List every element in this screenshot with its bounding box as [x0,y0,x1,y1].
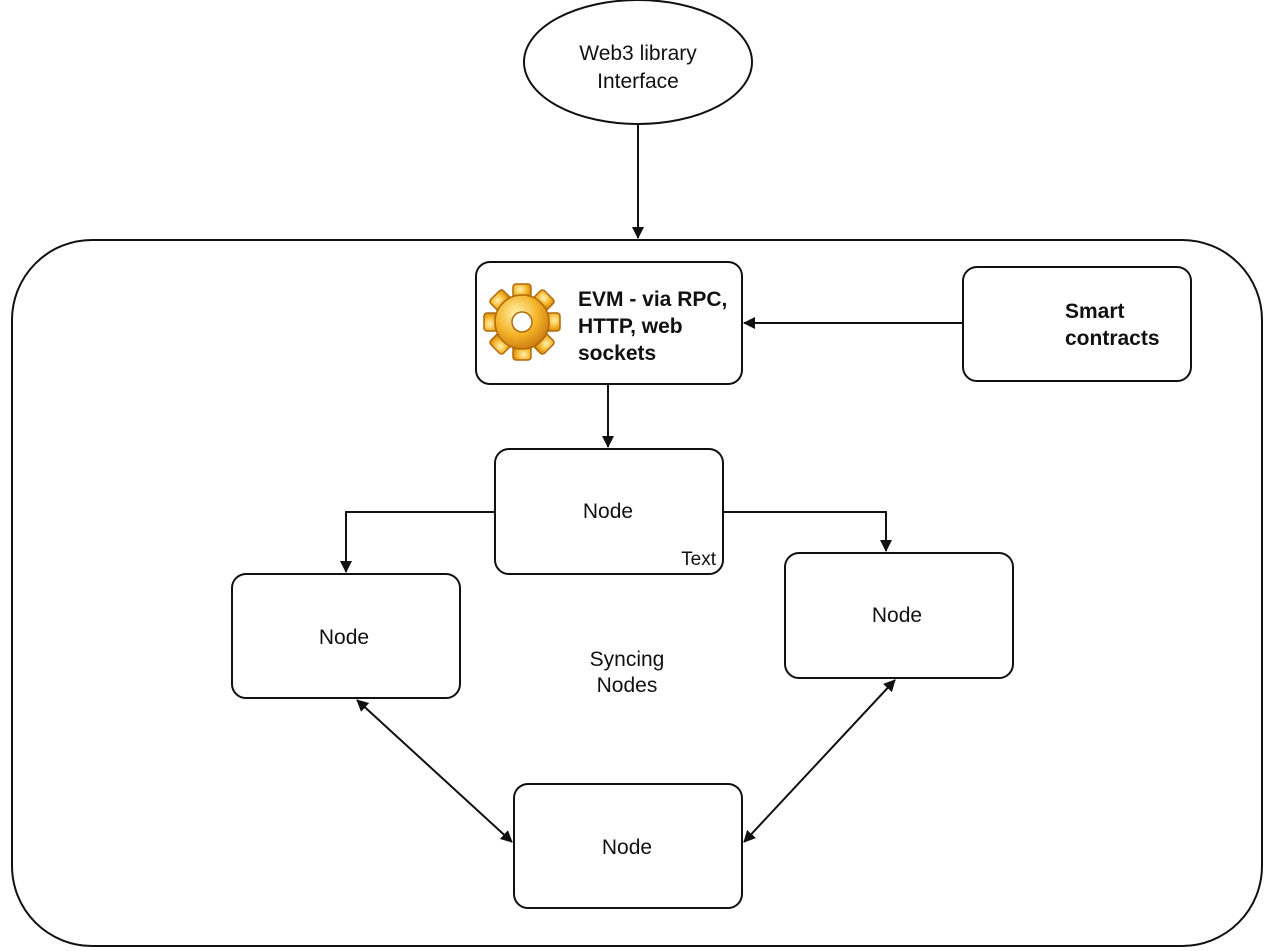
node-right: Node [784,552,1014,679]
smart-contracts-line1: Smart [1065,300,1125,323]
system-container [11,239,1263,947]
node-top-label: Node [583,500,633,523]
smart-contracts-line2: contracts [1065,327,1160,350]
sync-arrow-right-bottom [743,679,896,843]
smart-contracts-box: Smart contracts [962,266,1192,382]
sync-arrow-left-bottom [356,699,513,843]
arrow-node-to-right [723,511,892,552]
node-bottom-label: Node [602,836,652,859]
evm-label-line3: sockets [578,342,656,365]
arrow-node-to-left [340,511,495,573]
evm-label-line1: EVM - via RPC, [578,288,727,311]
syncing-label-line2: Nodes [597,674,658,697]
node-top: Node Text [494,448,724,575]
web3-library-interface: Web3 library Interface [523,0,753,125]
node-left-label: Node [319,626,369,649]
evm-label-line2: HTTP, web [578,315,683,338]
node-left: Node [231,573,461,699]
syncing-label-line1: Syncing [590,648,665,671]
node-right-label: Node [872,604,922,627]
web3-label-line1: Web3 library [579,42,697,65]
gear-icon [483,283,561,361]
web3-label-line2: Interface [597,70,679,93]
node-bottom: Node [513,783,743,909]
node-top-note: Text [681,549,717,570]
evm-box: EVM - via RPC, HTTP, web sockets [475,261,743,385]
